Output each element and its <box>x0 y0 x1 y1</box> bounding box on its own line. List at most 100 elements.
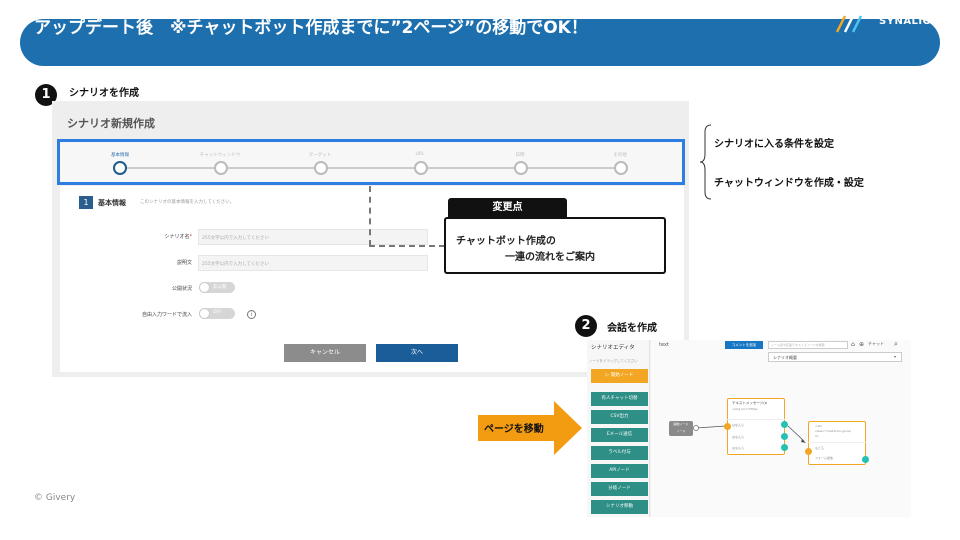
description-label: 説明文 <box>176 260 192 266</box>
note-chat-window: チャットウィンドウを作成・設定 <box>714 178 864 189</box>
toggle-knob <box>199 282 210 293</box>
chat-button[interactable]: チャット <box>868 341 884 346</box>
node-text: m- <box>815 434 820 438</box>
search-icon[interactable]: ⌕ <box>894 340 898 348</box>
toggle-text: 非公開 <box>213 285 227 290</box>
start-node-button[interactable]: ▷ 開始ノード <box>591 369 648 383</box>
section-number: 1 <box>79 196 93 209</box>
toggle-text: OFF <box>213 310 222 315</box>
node-divider <box>727 419 785 420</box>
node-option: もどる <box>815 446 824 450</box>
node-title: テキストメッセージ(a <box>732 401 767 405</box>
stepper-line <box>328 167 414 169</box>
stepper-label-url: URL <box>415 152 425 157</box>
callout-box <box>444 217 666 274</box>
flow-port[interactable] <box>781 433 788 440</box>
stepper-label-basic: 基本情報 <box>111 153 129 158</box>
callout-text: チャットボット作成の <box>456 236 556 247</box>
callout-text: 一連の流れをご案内 <box>505 252 595 263</box>
stepper-step-url[interactable] <box>414 161 428 175</box>
side-button-label[interactable]: ラベル付与 <box>591 446 648 460</box>
start-node-button-label: 開始ノード <box>610 373 634 378</box>
node-sub: <img src="https: <box>732 407 759 411</box>
info-icon[interactable]: i <box>247 310 256 319</box>
page-title: アップデート後 ※チャットボット作成までに”2ページ”の移動でOK！ <box>34 18 588 38</box>
stepper-line <box>228 167 314 169</box>
description-input[interactable]: 255文字以内で入力してください <box>198 255 428 271</box>
logo-text: SYNALIO <box>879 16 932 27</box>
start-node-text: ノード <box>676 429 686 433</box>
brace-icon <box>699 124 712 200</box>
scenario-form-title: シナリオ新規作成 <box>67 117 155 130</box>
arrow-right-icon <box>478 401 582 455</box>
side-button-api[interactable]: APIノード <box>591 464 648 478</box>
note-condition: シナリオに入る条件を設定 <box>714 139 834 150</box>
side-button-scenario-move[interactable]: シナリオ移動 <box>591 500 648 514</box>
stepper-line <box>127 167 214 169</box>
zoom-icon[interactable]: ⊕ <box>859 341 865 348</box>
public-status-label: 公開状況 <box>171 286 192 292</box>
editor-title: シナリオエディタ <box>591 345 635 351</box>
home-icon[interactable]: ⌂ <box>851 341 855 348</box>
step1-badge: 1 <box>35 84 57 106</box>
node-text: class="chat-form-group <box>815 429 851 433</box>
next-button[interactable]: 次へ <box>376 344 458 362</box>
callout-tab: 変更点 <box>448 198 567 218</box>
node-option: はなんら <box>732 423 745 427</box>
free-input-toggle[interactable]: OFF <box>199 308 235 319</box>
chevron-down-icon: ▾ <box>894 354 897 359</box>
editor-hint: ノードをドラッグしてください <box>589 359 638 363</box>
node-divider <box>808 442 866 443</box>
stepper-label-other: その他 <box>613 153 627 158</box>
add-comment-button[interactable]: コメントを追加 <box>725 341 763 349</box>
stepper-line <box>428 167 514 169</box>
move-page-label: ページを移動 <box>484 424 544 435</box>
start-node-text: 開始ノード <box>673 422 689 426</box>
side-button-email[interactable]: Eメール送信 <box>591 428 648 442</box>
flow-port[interactable] <box>862 456 869 463</box>
stepper-label-date: 日時 <box>515 153 525 158</box>
stepper-step-date[interactable] <box>514 161 528 175</box>
stepper-highlight <box>57 139 685 185</box>
flow-form-node[interactable] <box>808 421 866 465</box>
toggle-knob <box>199 308 210 319</box>
stepper-label-target: ターゲット <box>308 153 332 158</box>
step1-label: シナリオを作成 <box>69 88 139 99</box>
node-text: <div <box>815 424 823 428</box>
side-button-branch[interactable]: 分岐ノード <box>591 482 648 496</box>
stepper-step-basic[interactable] <box>113 161 127 175</box>
node-search-input[interactable]: ノード名や応答テキストでノードを検索 <box>768 341 848 349</box>
node-option: フォーム送信 <box>815 456 833 460</box>
dashed-connector <box>369 245 445 247</box>
side-button-human-chat[interactable]: 有人チャット切替 <box>591 392 648 406</box>
node-option: はなんら <box>732 435 745 439</box>
play-icon: ▷ <box>605 373 611 378</box>
flow-port[interactable] <box>781 421 788 428</box>
free-input-label: 自由入力ワードで流入 <box>141 312 192 318</box>
scenario-select[interactable]: シナリオ概要 <box>768 352 902 362</box>
side-button-csv[interactable]: CSV出力 <box>591 410 648 424</box>
stepper-step-other[interactable] <box>614 161 628 175</box>
scenario-name-label: シナリオ名* <box>164 234 192 240</box>
node-option: はなんら <box>732 446 745 450</box>
step2-label: 会話を作成 <box>607 323 657 334</box>
dashed-connector <box>369 186 371 246</box>
copyright: © Givery <box>34 493 76 503</box>
step2-badge: 2 <box>575 315 597 337</box>
header-banner <box>20 19 940 66</box>
flow-port[interactable] <box>781 444 788 451</box>
section-description: このシナリオの基本情報を入力してください。 <box>140 200 235 205</box>
flow-port[interactable] <box>693 425 699 431</box>
public-status-toggle[interactable]: 非公開 <box>199 282 235 293</box>
section-title: 基本情報 <box>98 199 126 207</box>
stepper-step-target[interactable] <box>314 161 328 175</box>
stepper-line <box>528 167 614 169</box>
tab-text[interactable]: text <box>659 342 669 348</box>
cancel-button[interactable]: キャンセル <box>284 344 366 362</box>
stepper-step-window[interactable] <box>214 161 228 175</box>
stepper-label-window: チャットウィンドウ <box>199 153 241 158</box>
flow-port[interactable] <box>724 423 731 430</box>
flow-start-node[interactable]: 開始ノードノード <box>669 421 693 436</box>
scenario-name-input[interactable]: 255文字以内で入力してください <box>198 229 428 245</box>
flow-port[interactable] <box>805 448 812 455</box>
